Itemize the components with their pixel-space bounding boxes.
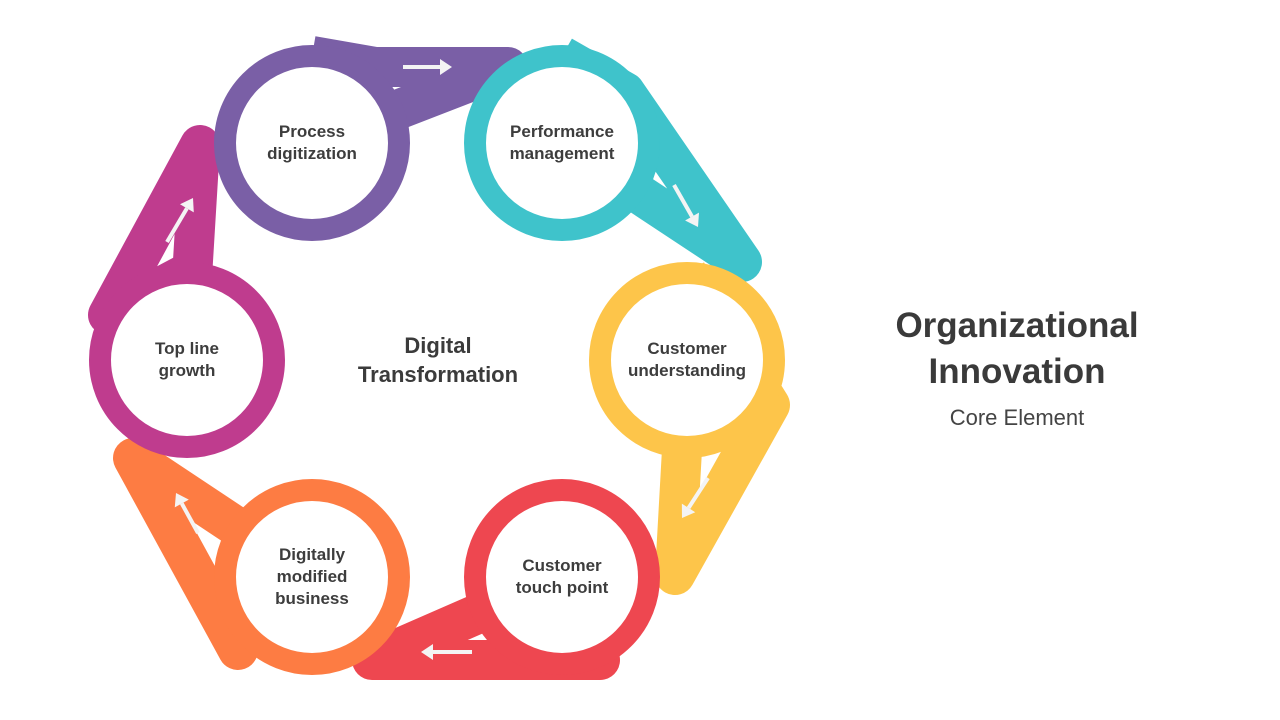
- performance-management-label: Performance management: [509, 122, 615, 163]
- arrow-icon: [672, 184, 699, 227]
- process-digitization-ring: [214, 45, 410, 241]
- digitally-modified-business-label: Digitally modified business: [275, 545, 349, 608]
- top-line-growth-ring: [89, 262, 285, 458]
- customer-touch-point-ring: [464, 479, 660, 675]
- side-title: Organizational Innovation: [895, 306, 1139, 391]
- customer-understanding-ring: [589, 262, 785, 458]
- arrow-icon: [403, 59, 452, 75]
- top-line-growth-label: Top line growth: [155, 339, 219, 380]
- side-subtitle: Core Element: [949, 405, 1085, 430]
- arrow-icon: [165, 198, 194, 244]
- customer-understanding-label: Customer understanding: [627, 339, 747, 380]
- digitally-modified-business-ring: [214, 479, 410, 675]
- center-label: Digital Transformation: [357, 333, 519, 387]
- customer-touch-point-label: Customer touch point: [515, 556, 609, 597]
- arrow-icon: [174, 493, 200, 534]
- performance-management-ring: [464, 45, 660, 241]
- arrow-icon: [421, 644, 472, 660]
- process-digitization-label: Process digitization: [267, 122, 357, 163]
- arrow-icon: [681, 476, 710, 518]
